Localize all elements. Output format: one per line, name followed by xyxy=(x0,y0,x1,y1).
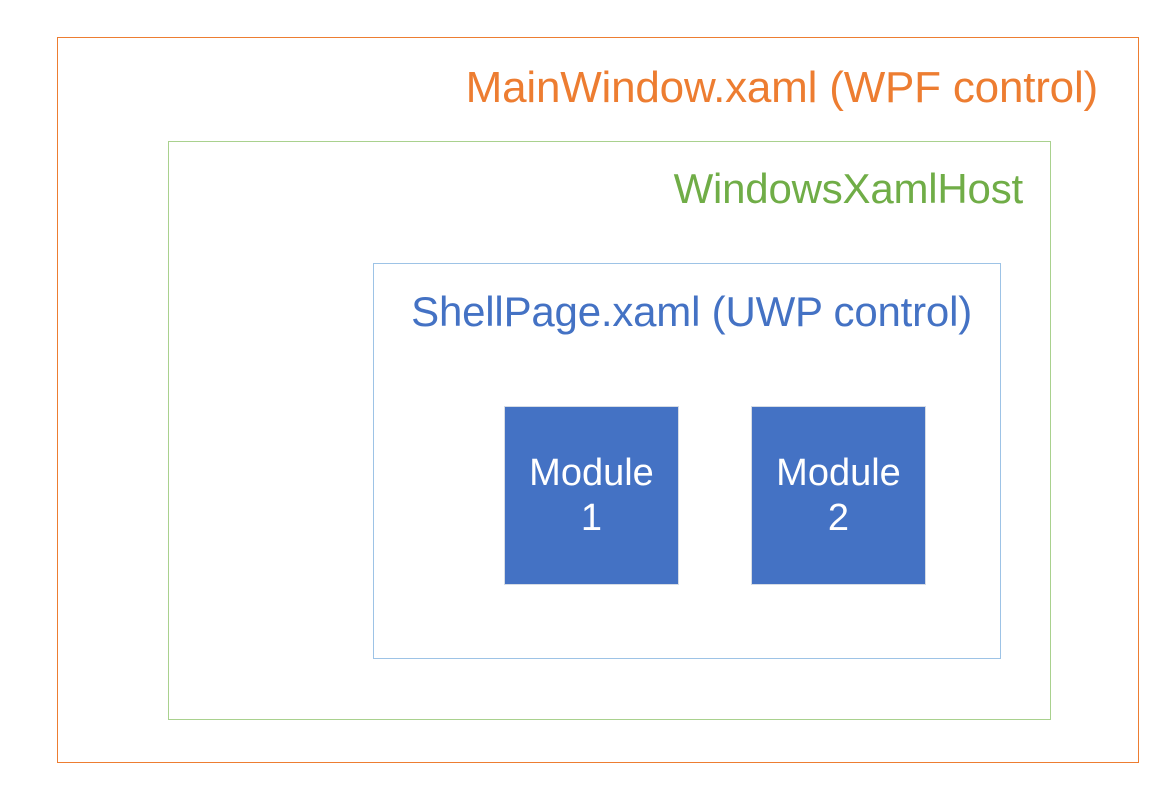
windows-xaml-host-label: WindowsXamlHost xyxy=(673,165,1024,212)
windows-xaml-host-container: WindowsXamlHost ShellPage.xaml (UWP cont… xyxy=(168,141,1051,720)
wpf-container-label: MainWindow.xaml (WPF control) xyxy=(465,63,1099,112)
module-1-label-line-2: 1 xyxy=(580,496,603,539)
wpf-host-container: MainWindow.xaml (WPF control) WindowsXam… xyxy=(57,37,1139,763)
uwp-shellpage-container: ShellPage.xaml (UWP control) Module 1 Mo… xyxy=(373,263,1001,659)
module-2-label-line-2: 2 xyxy=(827,496,850,539)
module-block-2: Module 2 xyxy=(751,406,926,585)
uwp-shellpage-label: ShellPage.xaml (UWP control) xyxy=(411,288,972,335)
module-2-label-line-1: Module xyxy=(776,451,901,494)
module-1-label-line-1: Module xyxy=(529,451,654,494)
module-block-1: Module 1 xyxy=(504,406,679,585)
